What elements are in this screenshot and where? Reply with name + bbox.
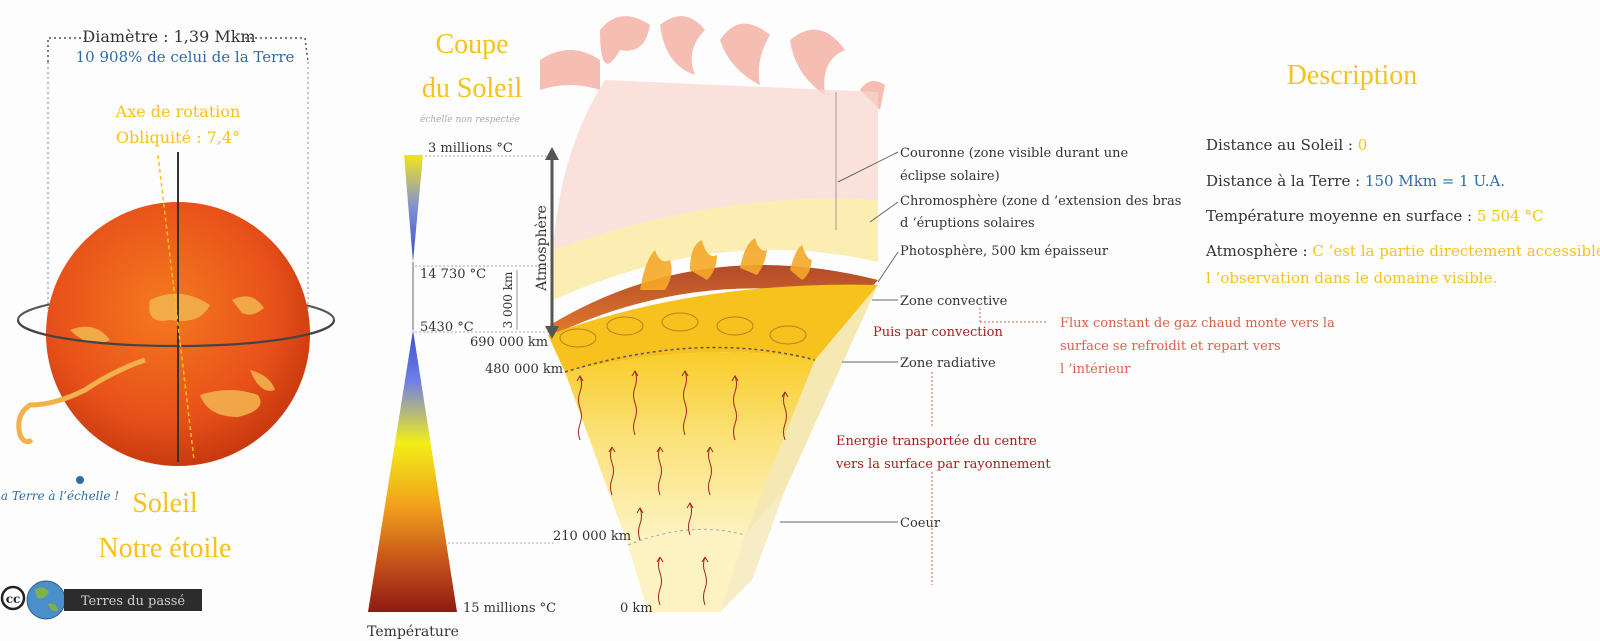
radiation-line-2: vers la surface par rayonnement [835, 457, 1051, 472]
core-label: Coeur [900, 516, 941, 531]
thickness-label: 3 000 km [501, 271, 515, 328]
atmosphere-desc-line-2: l ’observation dans le domaine visible. [1206, 269, 1497, 287]
corona-label-2: éclipse solaire) [900, 169, 1000, 184]
description-panel: Description Distance au Soleil : 0 Dista… [1205, 60, 1600, 287]
energy-notes: Puis par convection Flux constant de gaz… [835, 308, 1335, 585]
rotation-axis-label: Axe de rotation [115, 102, 241, 121]
convection-loops [559, 312, 807, 348]
radius-210000: 210 000 km [553, 529, 631, 544]
atmosphere-desc-label: Atmosphère : [1205, 242, 1312, 260]
temp-bottom: 15 millions °C [463, 601, 556, 616]
radiative-boundary [564, 346, 816, 373]
temp-bar-lower [368, 330, 457, 612]
sun-panel: Diamètre : 1,39 Mkm 10 908% de celui de … [0, 27, 336, 620]
corona-layer [553, 80, 878, 250]
cc-text: cc [6, 592, 21, 606]
layer-labels: Couronne (zone visible durant une éclips… [780, 146, 1181, 531]
atmosphere-desc-value: C ’est la partie directement accessible … [1312, 242, 1600, 260]
convective-zone-label: Zone convective [900, 294, 1008, 309]
radius-480000: 480 000 km [485, 362, 563, 377]
surface-temperature-value: 5 504 °C [1477, 207, 1544, 225]
photosphere-flames [640, 238, 812, 290]
obliquity-label: Obliquité : 7,4° [116, 128, 240, 147]
distance-sun-label: Distance au Soleil : [1206, 136, 1358, 154]
diameter-bracket [47, 37, 309, 63]
distance-earth: Distance à la Terre : 150 Mkm = 1 U.A. [1206, 172, 1505, 190]
sun-subtitle: Notre étoile [99, 533, 232, 564]
corona-swirls [540, 16, 885, 110]
corona-leader [837, 151, 899, 183]
surface-temperature: Température moyenne en surface : 5 504 °… [1206, 207, 1544, 225]
diameter-ratio: 10 908% de celui de la Terre [76, 48, 295, 66]
atmosphere-arrow-bottom [545, 326, 559, 339]
distance-earth-label: Distance à la Terre : [1206, 172, 1365, 190]
flux-line-2: surface se refroidit et repart vers [1060, 339, 1281, 354]
corona-label: Couronne (zone visible durant une [900, 146, 1128, 161]
flux-line-3: l ’intérieur [1060, 362, 1131, 377]
convective-zone [548, 284, 878, 372]
radius-690000: 690 000 km [470, 335, 548, 350]
equator-ring-front [16, 319, 336, 348]
earth-dot [76, 476, 84, 484]
temp-bar-upper [404, 155, 423, 262]
distance-sun: Distance au Soleil : 0 [1206, 136, 1367, 154]
atmosphere-label: Atmosphère [534, 205, 550, 292]
globe-icon [26, 580, 66, 620]
chromosphere-leader [869, 201, 899, 223]
sunspots [70, 293, 275, 417]
distance-sun-value: 0 [1358, 136, 1368, 154]
temperature-scale: Coupe du Soleil échelle non respectée 3 … [367, 29, 556, 640]
radiation-line-1: Energie transportée du centre [836, 434, 1037, 449]
photosphere-leader [877, 251, 899, 283]
atmosphere-arrow-top [545, 147, 559, 160]
sun-cutaway: Atmosphère 3 000 km 690 000 km 480 000 k… [470, 16, 885, 616]
surface-temperature-label: Température moyenne en surface : [1206, 207, 1477, 225]
solar-prominence [16, 357, 146, 445]
sun-title: Soleil [132, 488, 198, 519]
tilted-axis [157, 154, 195, 461]
radius-0: 0 km [620, 601, 653, 616]
credit-badge[interactable]: cc Terres du passé [0, 580, 202, 620]
temp-14730: 14 730 °C [420, 267, 486, 282]
chromosphere-label: Chromosphère (zone d ’extension des bras [900, 194, 1181, 209]
cone-side [745, 285, 878, 535]
distance-earth-value: 150 Mkm = 1 U.A. [1365, 172, 1505, 190]
diameter-label: Diamètre : 1,39 Mkm [82, 27, 255, 46]
temp-top: 3 millions °C [428, 141, 513, 156]
core-zone [628, 529, 745, 612]
scale-note: échelle non respectée [420, 114, 520, 125]
temp-5430: 5430 °C [420, 320, 474, 335]
brand-name: Terres du passé [81, 594, 186, 609]
temperature-label: Température [367, 624, 459, 640]
chromosphere-layer [553, 198, 878, 300]
section-title-2: du Soleil [422, 73, 523, 104]
cc-icon [0, 585, 26, 611]
description-title: Description [1287, 60, 1418, 91]
radiative-zone-label: Zone radiative [900, 356, 996, 371]
convection-label: Puis par convection [873, 325, 1004, 340]
atmosphere-desc: Atmosphère : C ’est la partie directemen… [1205, 242, 1600, 260]
radiative-zone [565, 352, 815, 545]
radiation-arrows [576, 369, 789, 606]
section-title: Coupe [435, 29, 508, 60]
flux-line-1: Flux constant de gaz chaud monte vers la [1060, 316, 1335, 331]
photosphere-layer [550, 265, 878, 335]
earth-scale-label: La Terre à l’échelle ! [0, 489, 119, 503]
core-side [720, 490, 785, 612]
photosphere-label: Photosphère, 500 km épaisseur [900, 244, 1109, 259]
chromosphere-label-2: d ’éruptions solaires [900, 216, 1035, 231]
